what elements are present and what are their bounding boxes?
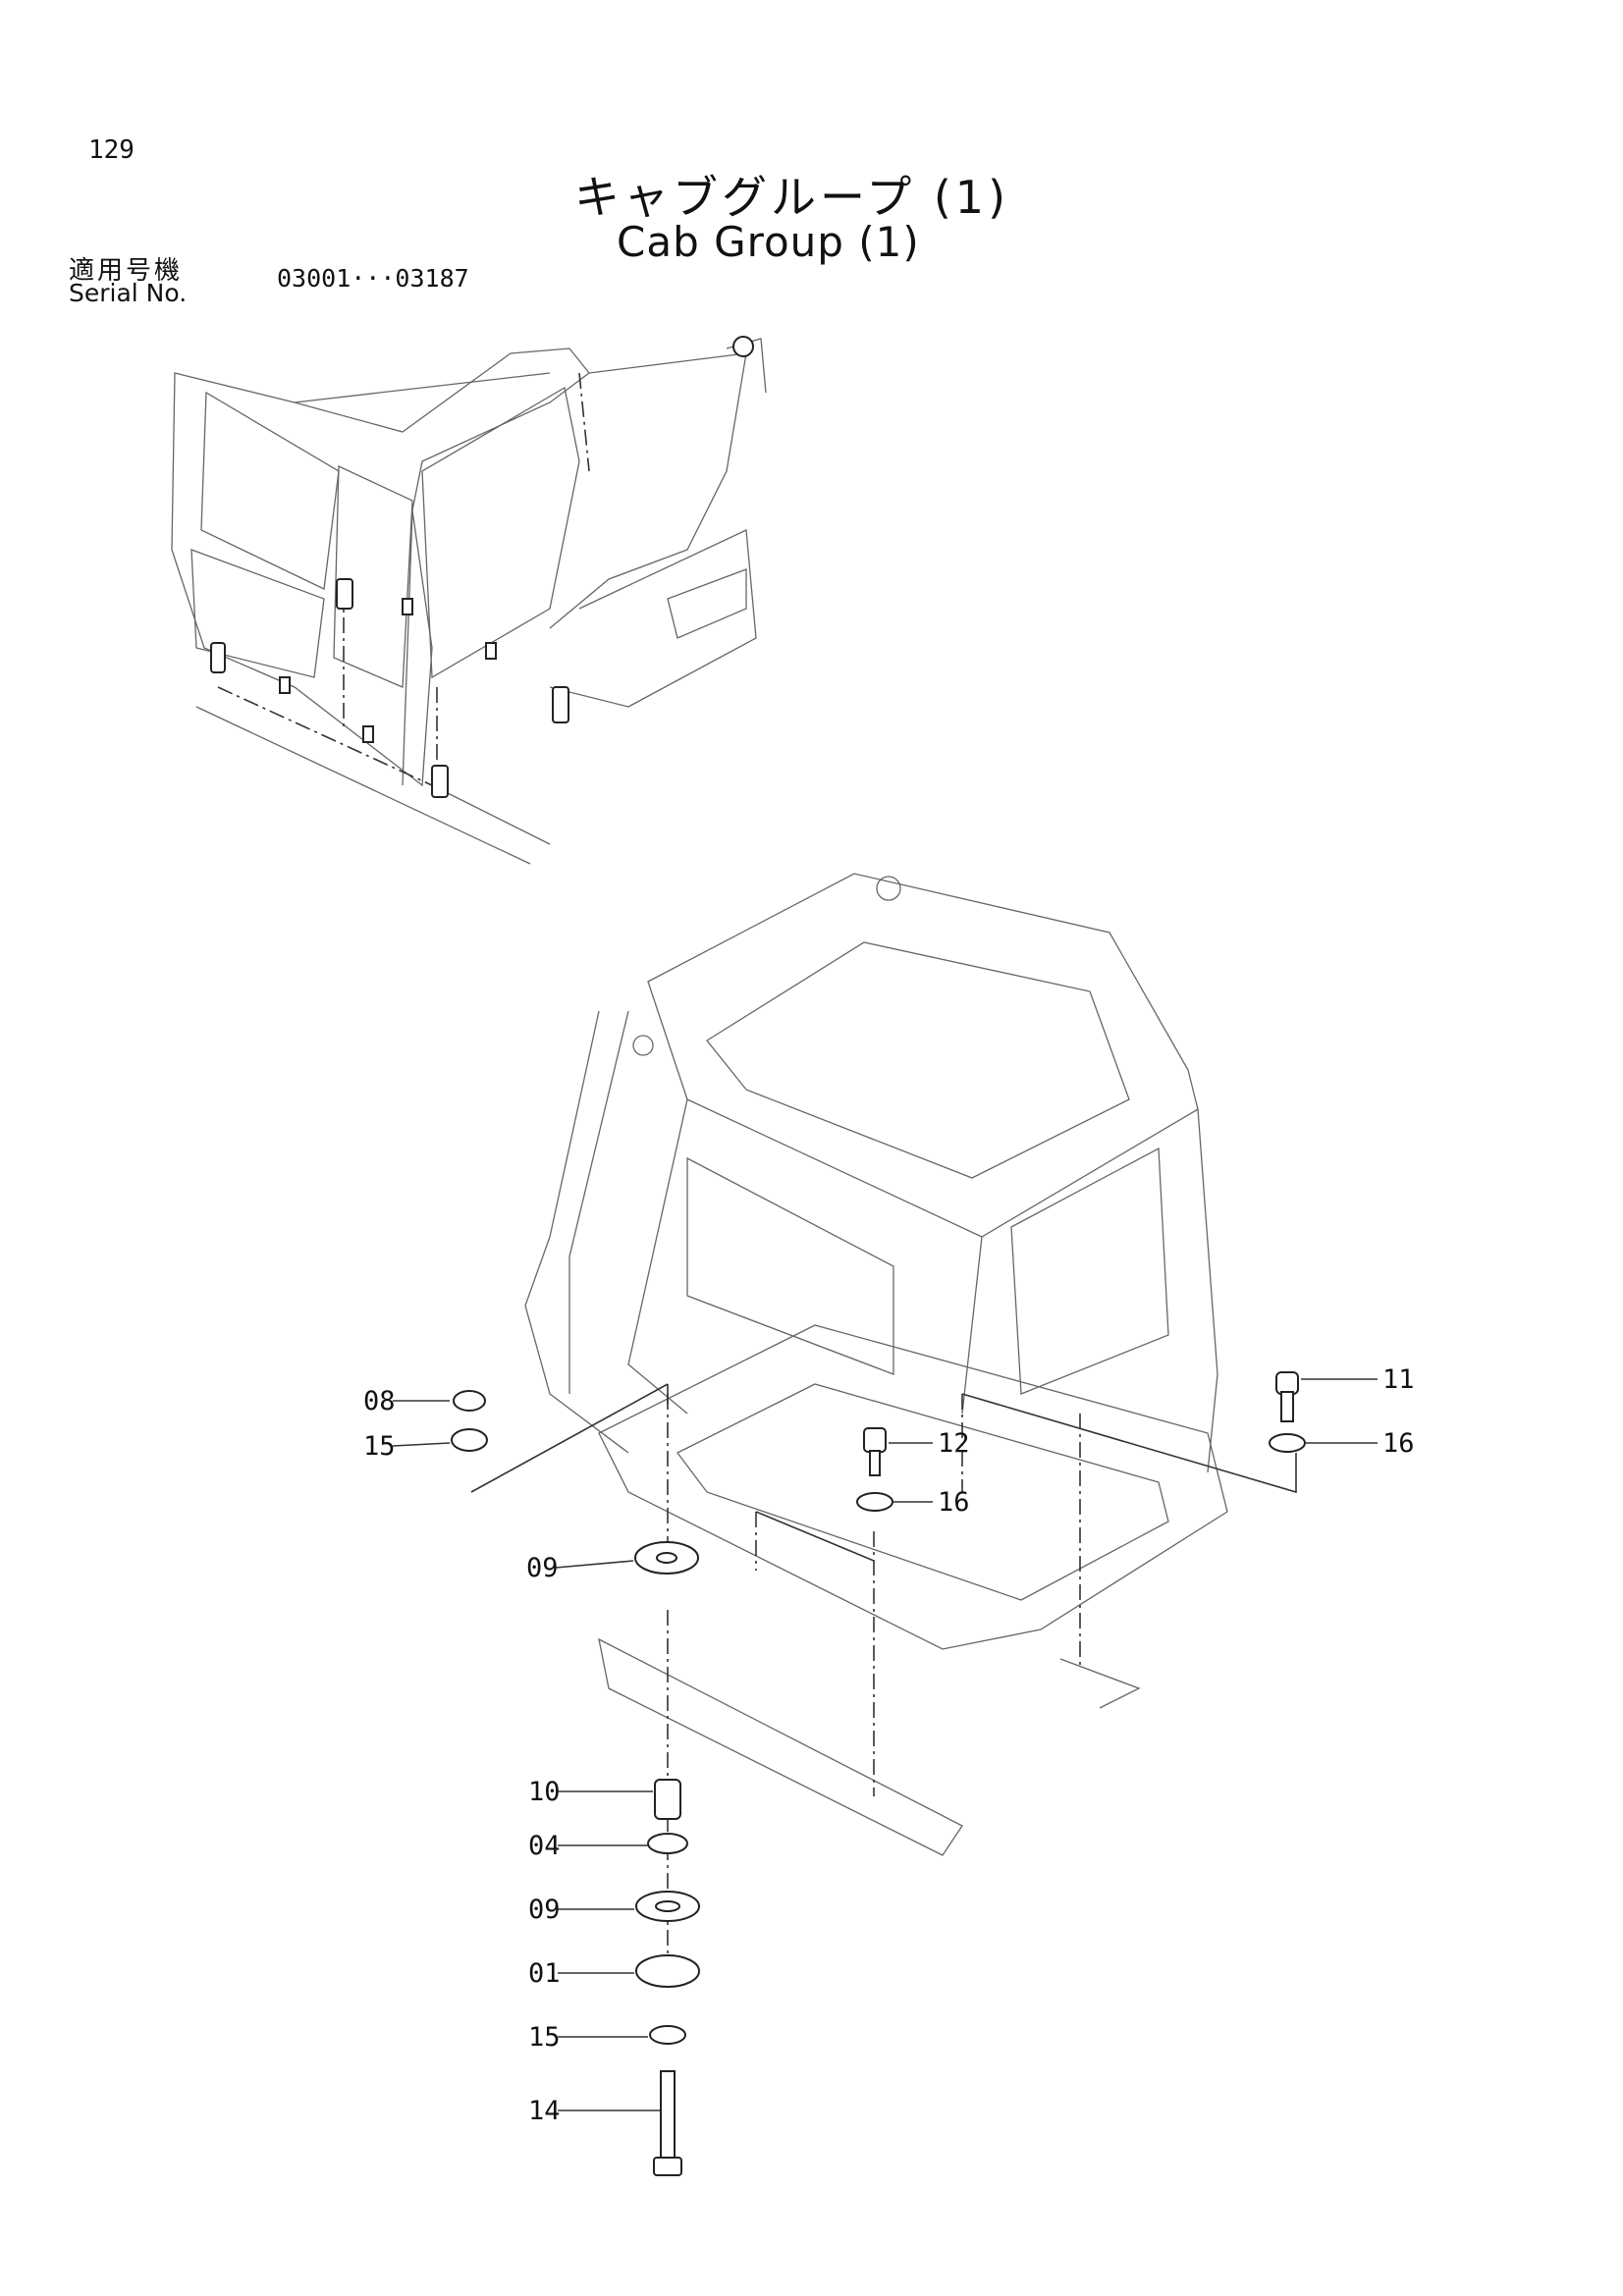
part-16-washer [856, 1492, 893, 1512]
serial-label-japanese: 適用号機 [69, 256, 184, 286]
callout-04: 04 [528, 1831, 561, 1861]
part-15-washer [451, 1428, 488, 1452]
part-15-washer [649, 2025, 686, 2045]
callout-15: 15 [528, 2022, 561, 2053]
callout-08: 08 [363, 1386, 396, 1416]
page-number: 129 [88, 135, 135, 165]
part-14-bolt [660, 2070, 676, 2161]
part-01-mount [635, 1954, 700, 1988]
title-english: Cab Group (1) [617, 218, 920, 266]
part-11-bolt [1275, 1371, 1299, 1395]
callout-10: 10 [528, 1777, 561, 1807]
callout-labels: 08 15 09 12 16 11 16 10 04 09 01 15 14 [363, 1364, 1415, 2126]
callout-09: 09 [528, 1895, 561, 1925]
callout-16: 16 [938, 1487, 970, 1518]
part-04-washer [647, 1833, 688, 1854]
part-12-bolt [863, 1427, 887, 1453]
title-japanese: キャブグループ (1) [574, 171, 1010, 224]
serial-label-english: Serial No. [69, 279, 188, 307]
part-10-collar [654, 1779, 681, 1820]
callout-14: 14 [528, 2096, 561, 2126]
callout-11: 11 [1382, 1364, 1415, 1395]
cab-exploded-drawing [392, 873, 1378, 2176]
callout-16: 16 [1382, 1428, 1415, 1459]
callout-15: 15 [363, 1431, 396, 1462]
serial-range: 03001···03187 [277, 264, 469, 293]
callout-09: 09 [526, 1553, 559, 1583]
part-08-nut [453, 1390, 486, 1412]
overview-cab-drawing [171, 336, 767, 865]
part-16-washer [1269, 1433, 1306, 1453]
callout-01: 01 [528, 1958, 561, 1989]
callout-12: 12 [938, 1428, 970, 1459]
